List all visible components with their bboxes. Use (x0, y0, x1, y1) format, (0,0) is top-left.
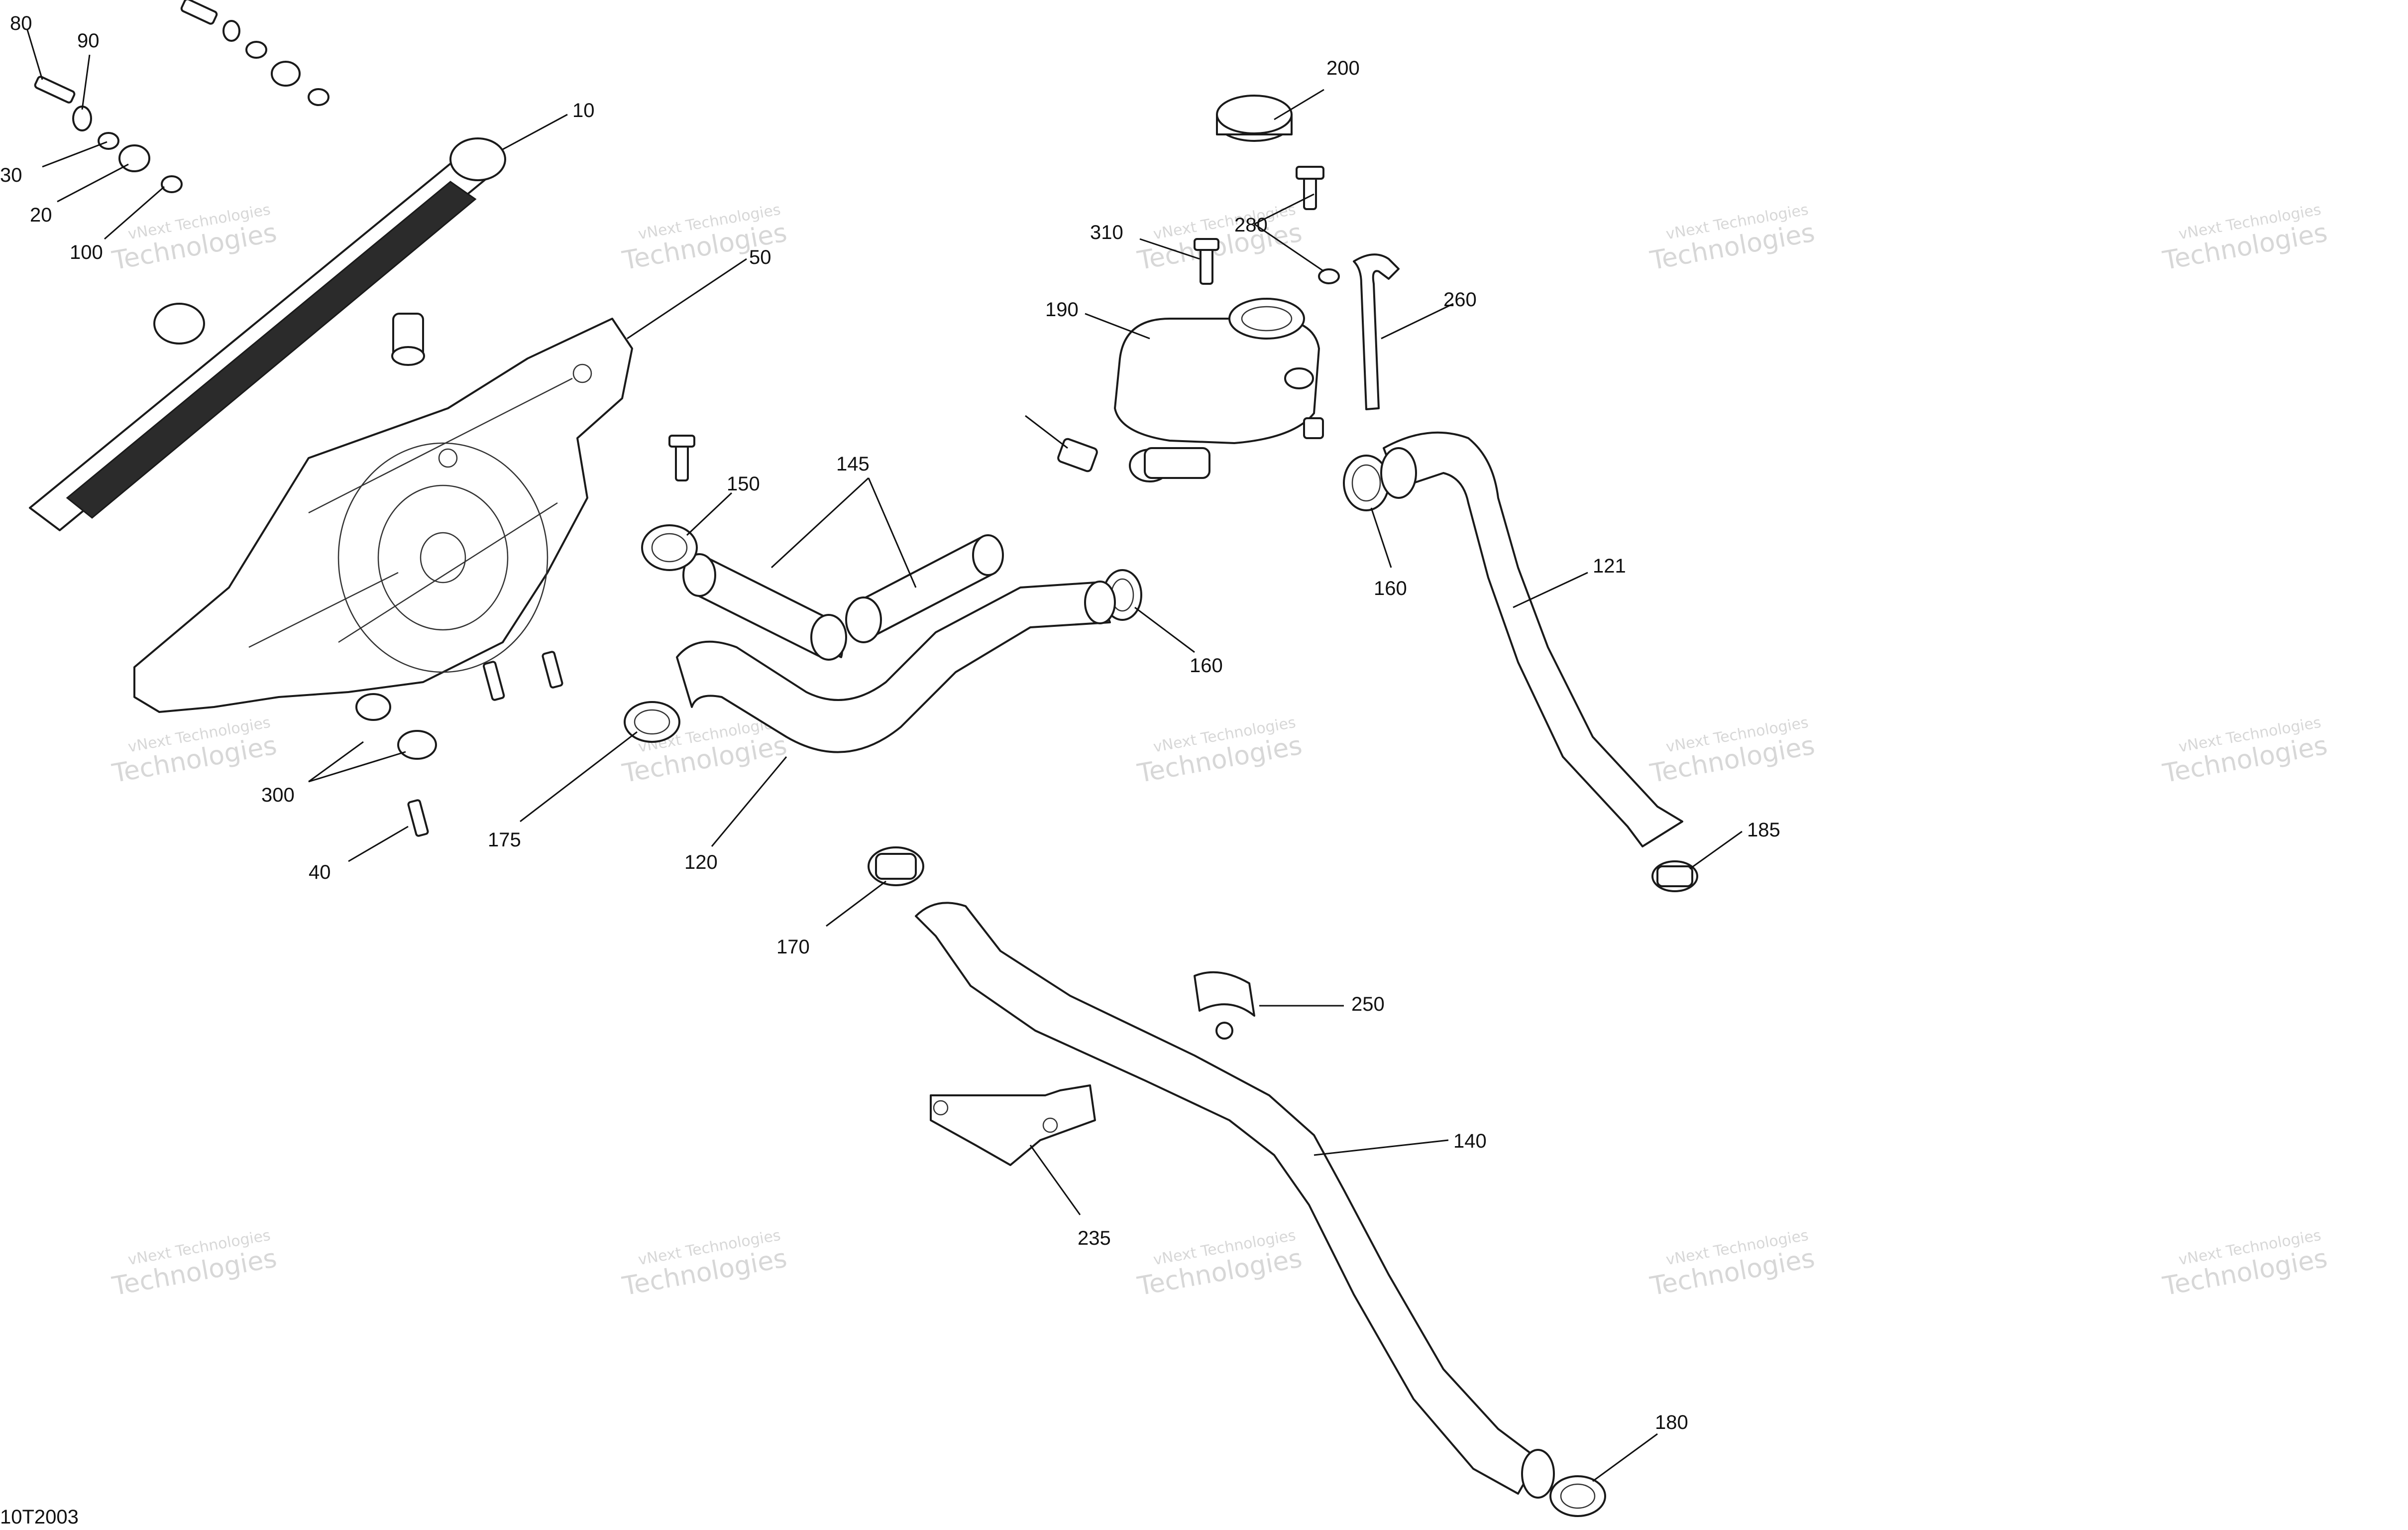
callout-80: 80 (10, 12, 32, 34)
callout-10: 10 (572, 100, 595, 121)
callout-180: 180 (1655, 1412, 1688, 1433)
callout-260: 280 (1234, 214, 1268, 236)
callout-160-right: 160 (1374, 578, 1407, 599)
reservoir-group (1057, 95, 1400, 482)
callout-20: 20 (30, 204, 52, 226)
callout-100: 100 (70, 241, 103, 263)
hose-140 (868, 846, 1606, 1517)
callout-235: 235 (1078, 1227, 1111, 1249)
hose-145 (682, 534, 1004, 661)
callout-300: 310 (1090, 222, 1123, 243)
callout-40: 40 (309, 861, 331, 883)
callout-150: 150 (727, 473, 760, 495)
callout-140: 140 (1453, 1130, 1487, 1152)
callout-90: 90 (77, 30, 100, 52)
leader-lines (26, 29, 1743, 1482)
callout-250: 260 (1443, 289, 1477, 311)
callout-200: 200 (1326, 57, 1360, 79)
callout-280: 300 (261, 784, 295, 806)
hose-121 (1343, 431, 1698, 892)
callout-120: 120 (684, 851, 718, 873)
callout-185: 185 (1747, 819, 1780, 841)
mount-hardware (355, 435, 695, 837)
callout-160-left: 160 (1190, 655, 1223, 677)
callout-30: 30 (0, 164, 22, 186)
radiator (29, 137, 506, 531)
callout-50: 50 (749, 246, 771, 268)
fan-shroud (133, 318, 633, 713)
callout-145: 145 (836, 453, 870, 475)
callout-230: 250 (1351, 993, 1385, 1015)
callout-labels: 80 90 30 20 100 10 50 150 145 160 175 12… (0, 12, 1780, 1433)
top-hardware (34, 0, 329, 193)
drawing-code: 10T2003 (0, 1506, 79, 1528)
callout-190: 190 (1045, 299, 1079, 321)
callout-170: 170 (776, 936, 810, 958)
callout-175: 175 (488, 829, 521, 851)
hose-120 (676, 581, 1116, 753)
callout-121: 121 (1593, 555, 1626, 577)
